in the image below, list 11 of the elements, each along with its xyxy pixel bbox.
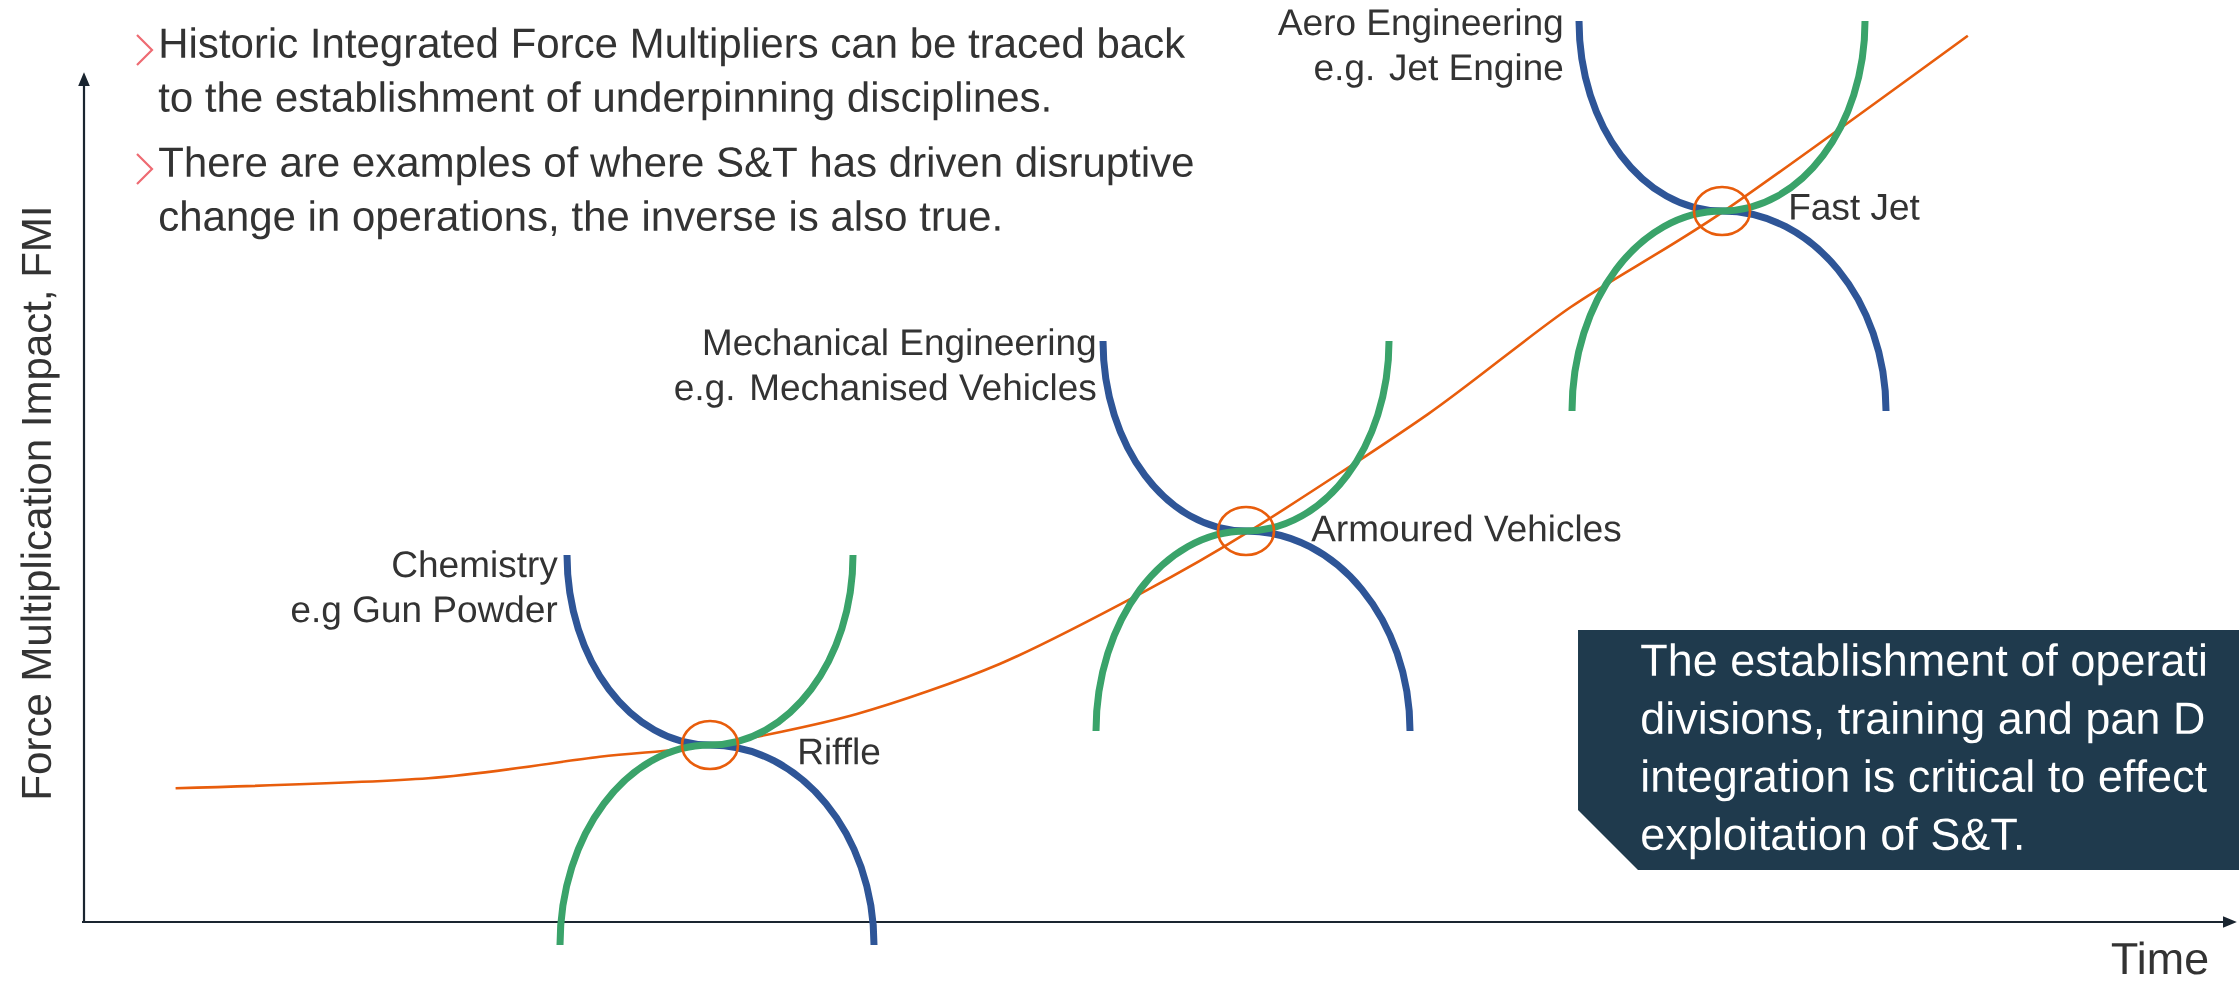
bullet-text: There are examples of where S&T has driven disruptive change in operations, the inverse is also true.: [159, 146, 1193, 240]
callout-box: The establishment of operati divisions, training and pan D integration is critical to effect exploitation of S&T.: [1578, 630, 2239, 870]
curve-label: Aero Engineering e.g. Jet Engine: [1277, 8, 1563, 88]
axis-label: Force Multiplication Impact, FMI: [20, 209, 60, 798]
curve-label: Chemistry e.g Gun Powder: [292, 550, 558, 630]
curve-label: Mechanical Engineering e.g. Mechanised Vehicles: [675, 328, 1096, 408]
axis-label: Time: [2111, 941, 2208, 975]
curve-label: Riffle: [800, 737, 880, 765]
curve-label: Armoured Vehicles: [1311, 514, 1621, 542]
bullet-text: Historic Integrated Force Multipliers can be traced back to the establishment of underpinning disciplines.: [158, 27, 1186, 121]
curve-label: Fast Jet: [1791, 194, 1920, 220]
